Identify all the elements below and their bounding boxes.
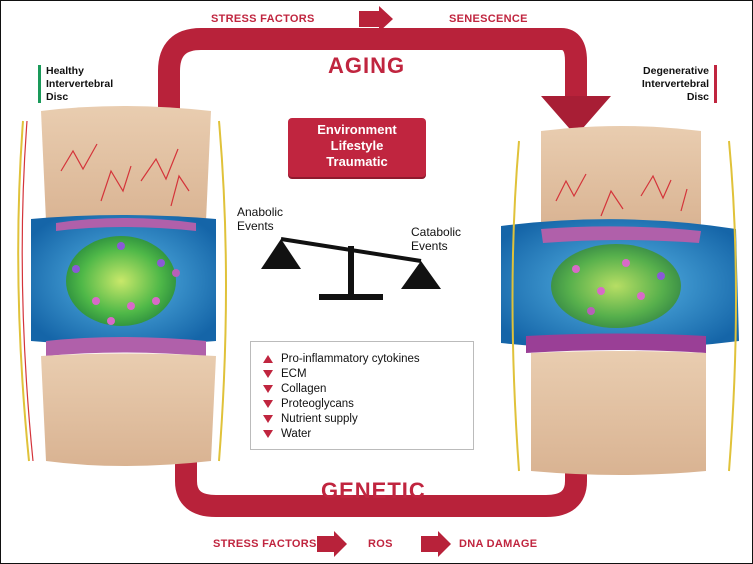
decrease-icon — [263, 400, 273, 408]
degenerative-disc — [501, 126, 739, 475]
list-item: ECM — [251, 367, 473, 381]
healthy-disc-label: Healthy Intervertebral Disc — [46, 65, 113, 104]
factor-traumatic: Traumatic — [288, 154, 426, 170]
aging-label: AGING — [328, 53, 405, 79]
degenerative-disc-label: Degenerative Intervertebral Disc — [623, 65, 709, 104]
factor-lifestyle: Lifestyle — [288, 138, 426, 154]
catabolic-events-label: Catabolic Events — [411, 225, 461, 253]
healthy-disc — [18, 106, 226, 466]
list-item: Nutrient supply — [251, 412, 473, 426]
decrease-icon — [263, 370, 273, 378]
increase-icon — [263, 355, 273, 363]
list-item: Collagen — [251, 382, 473, 396]
bottom-flow-dna-damage-label: DNA DAMAGE — [459, 538, 537, 550]
factor-environment: Environment — [288, 122, 426, 138]
bottom-flow-arrow-1 — [317, 531, 347, 557]
top-flow-stress-label: STRESS FACTORS — [211, 13, 315, 25]
top-flow-senescence-label: SENESCENCE — [449, 13, 528, 25]
decrease-icon — [263, 415, 273, 423]
list-item: Proteoglycans — [251, 397, 473, 411]
decrease-icon — [263, 430, 273, 438]
degenerative-marker — [714, 65, 717, 103]
anabolic-events-label: Anabolic Events — [237, 205, 283, 233]
list-item: Pro-inflammatory cytokines — [251, 352, 473, 366]
healthy-marker — [38, 65, 41, 103]
bottom-flow-arrow-2 — [421, 531, 451, 557]
genetic-label: GENETIC — [321, 478, 426, 504]
bottom-flow-stress-label: STRESS FACTORS — [213, 538, 317, 550]
bottom-flow-ros-label: ROS — [368, 538, 393, 550]
list-item: Water — [251, 427, 473, 441]
changes-list: Pro-inflammatory cytokines ECM Collagen … — [250, 341, 474, 450]
risk-factor-box: Environment Lifestyle Traumatic — [288, 118, 426, 177]
decrease-icon — [263, 385, 273, 393]
